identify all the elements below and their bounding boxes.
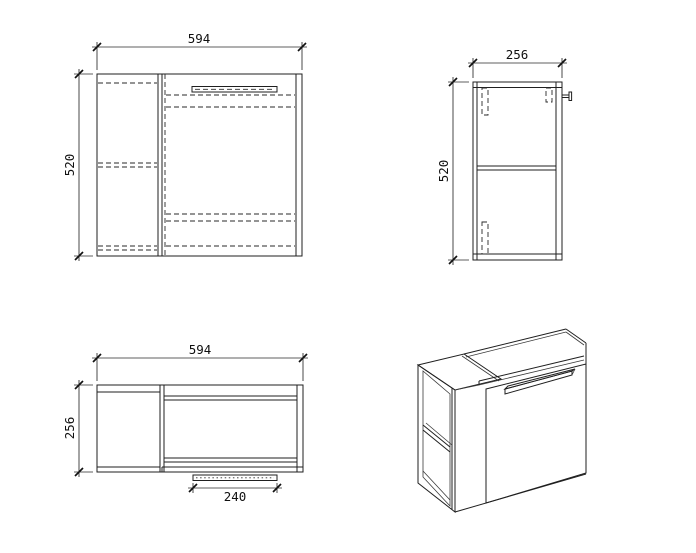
side-height-dimension: 520 <box>436 77 469 265</box>
iso-open-top-rim <box>454 328 587 391</box>
front-height-dimension-label: 520 <box>62 154 77 177</box>
front-left-section-hidden-edges <box>98 82 157 251</box>
side-depth-dimension: 256 <box>468 47 567 78</box>
iso-shelf-unit-top <box>416 353 503 391</box>
plan-divider-panel <box>159 385 165 472</box>
front-height-dimension: 520 <box>62 69 93 261</box>
iso-door <box>485 363 587 504</box>
front-door-hidden-edges <box>166 94 295 247</box>
plan-width-dimension-label: 594 <box>189 342 212 357</box>
side-depth-dimension-label: 256 <box>506 47 529 62</box>
iso-open-shelf-unit <box>417 364 456 514</box>
plan-depth-dimension-label: 256 <box>62 417 77 440</box>
iso-door-handle <box>503 368 576 395</box>
side-view: 256 520 <box>436 47 573 265</box>
side-hidden-fittings <box>481 87 553 255</box>
plan-depth-dimension: 256 <box>62 380 93 477</box>
plan-handle-dimension-label: 240 <box>224 489 247 504</box>
plan-view: 594 256 240 <box>62 342 308 504</box>
plan-left-section-panels <box>97 391 160 468</box>
isometric-view <box>416 328 587 514</box>
front-width-dimension: 594 <box>92 31 307 70</box>
side-handle-profile <box>562 91 573 101</box>
plan-handle <box>192 474 278 481</box>
plan-handle-dimension: 240 <box>188 483 282 504</box>
plan-width-dimension: 594 <box>92 342 308 381</box>
side-cabinet-outline <box>472 81 563 261</box>
plan-right-section-rails <box>164 395 297 463</box>
front-door-handle <box>191 86 278 93</box>
front-divider-panel <box>157 74 166 256</box>
front-width-dimension-label: 594 <box>188 31 211 46</box>
iso-carcass-edges <box>454 343 587 513</box>
front-cabinet-outline <box>96 73 303 257</box>
plan-cabinet-outline <box>96 384 304 473</box>
plan-door <box>161 466 303 472</box>
side-middle-shelf <box>477 165 556 171</box>
side-height-dimension-label: 520 <box>436 160 451 183</box>
front-view: 594 520 <box>62 31 307 261</box>
